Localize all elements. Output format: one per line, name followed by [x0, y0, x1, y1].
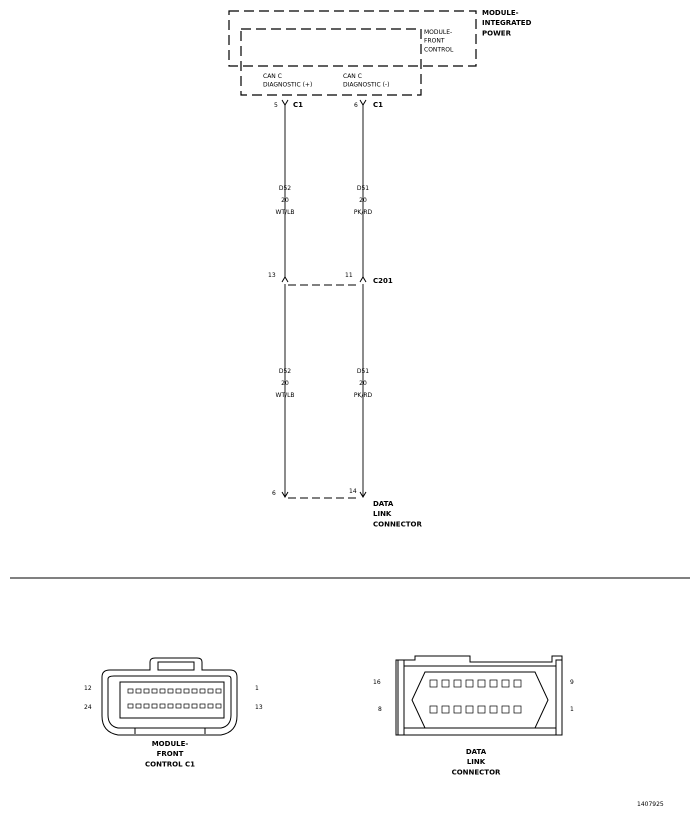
dlc-cavity [453, 679, 462, 688]
fcm-cavity [135, 688, 142, 694]
fcm-cavity [167, 688, 174, 694]
c201-label: C201 [373, 277, 393, 285]
fcm-cavity [143, 703, 150, 709]
dlc-cavity [489, 679, 498, 688]
fcm-cavity [143, 688, 150, 694]
dlc-cavity [501, 679, 510, 688]
dlc-pin-6: 6 [272, 490, 276, 497]
fcm-pin-24: 24 [84, 704, 92, 711]
fcm-cavity [151, 688, 158, 694]
dlc-pin-14: 14 [349, 488, 357, 495]
wire-d51-gauge: 20 [359, 197, 367, 204]
fcm-cavity [127, 703, 134, 709]
integrated-power-module-box [228, 10, 477, 67]
wire-d52-color: WT/LB [275, 209, 294, 216]
fcm-cavity [183, 703, 190, 709]
fcm-pin-13: 13 [255, 704, 263, 711]
fcm-cavity [207, 703, 214, 709]
wire-d51-lower-color: PK/RD [354, 392, 373, 399]
dlc-cavity [465, 705, 474, 714]
dlc-cavity [513, 705, 522, 714]
fcm-cavity [135, 703, 142, 709]
fcm-cavity [151, 703, 158, 709]
fcm-cavity [199, 688, 206, 694]
fcm-cavity [159, 688, 166, 694]
wire-d52-lower-gauge: 20 [281, 380, 289, 387]
c201-pin-13: 13 [268, 272, 276, 279]
dlc-view-pin-1: 1 [570, 706, 574, 713]
fcm-cavity [215, 703, 222, 709]
pin-5: 5 [274, 102, 278, 109]
fcm-cavity [199, 703, 206, 709]
fcm-cavity [167, 703, 174, 709]
fcm-cavity [175, 688, 182, 694]
dlc-cavity [513, 679, 522, 688]
dlc-terminal-14 [359, 491, 367, 498]
dlc-view-pin-8: 8 [378, 706, 382, 713]
dlc-view-pin-9: 9 [570, 679, 574, 686]
terminal-5 [281, 99, 289, 106]
dlc-view-pin-16: 16 [373, 679, 381, 686]
dlc-cavity [489, 705, 498, 714]
fcm-cavity [191, 688, 198, 694]
dlc-cavity [453, 705, 462, 714]
fcm-cavity [159, 703, 166, 709]
fcm-pin-1: 1 [255, 685, 259, 692]
dlc-cavity [465, 679, 474, 688]
dlc-cavity [501, 705, 510, 714]
fcm-cavity [183, 688, 190, 694]
dlc-cavity [441, 705, 450, 714]
c201-terminal-13 [281, 276, 289, 283]
wire-d51-lower-circuit: D51 [357, 368, 369, 375]
fcm-cavity [215, 688, 222, 694]
dlc-cavity [441, 679, 450, 688]
wire-d52-circuit: D52 [279, 185, 291, 192]
figure-id: 1407925 [637, 801, 664, 808]
terminal-6 [359, 99, 367, 106]
dlc-cavity [429, 705, 438, 714]
dlc-cavity [429, 679, 438, 688]
pin-6: 6 [354, 102, 358, 109]
wire-d51-color: PK/RD [354, 209, 373, 216]
c201-pin-11: 11 [345, 272, 353, 279]
wire-d52-lower-circuit: D52 [279, 368, 291, 375]
fcm-c1-connector-view [101, 657, 238, 736]
wire-d52-lower-color: WT/LB [275, 392, 294, 399]
connector-c1-left: C1 [293, 101, 303, 109]
fcm-pin-12: 12 [84, 685, 92, 692]
front-control-module-box [240, 28, 422, 96]
wire-d52-gauge: 20 [281, 197, 289, 204]
fcm-cavity [207, 688, 214, 694]
wire-d51-circuit: D51 [357, 185, 369, 192]
connector-c1-right: C1 [373, 101, 383, 109]
fcm-cavity [191, 703, 198, 709]
dlc-connector-view [395, 655, 563, 736]
c201-terminal-11 [359, 276, 367, 283]
dlc-terminal-6 [281, 491, 289, 498]
wire-d51-lower-gauge: 20 [359, 380, 367, 387]
dlc-cavity [477, 705, 486, 714]
dlc-cavity [477, 679, 486, 688]
fcm-cavity [127, 688, 134, 694]
fcm-cavity [175, 703, 182, 709]
